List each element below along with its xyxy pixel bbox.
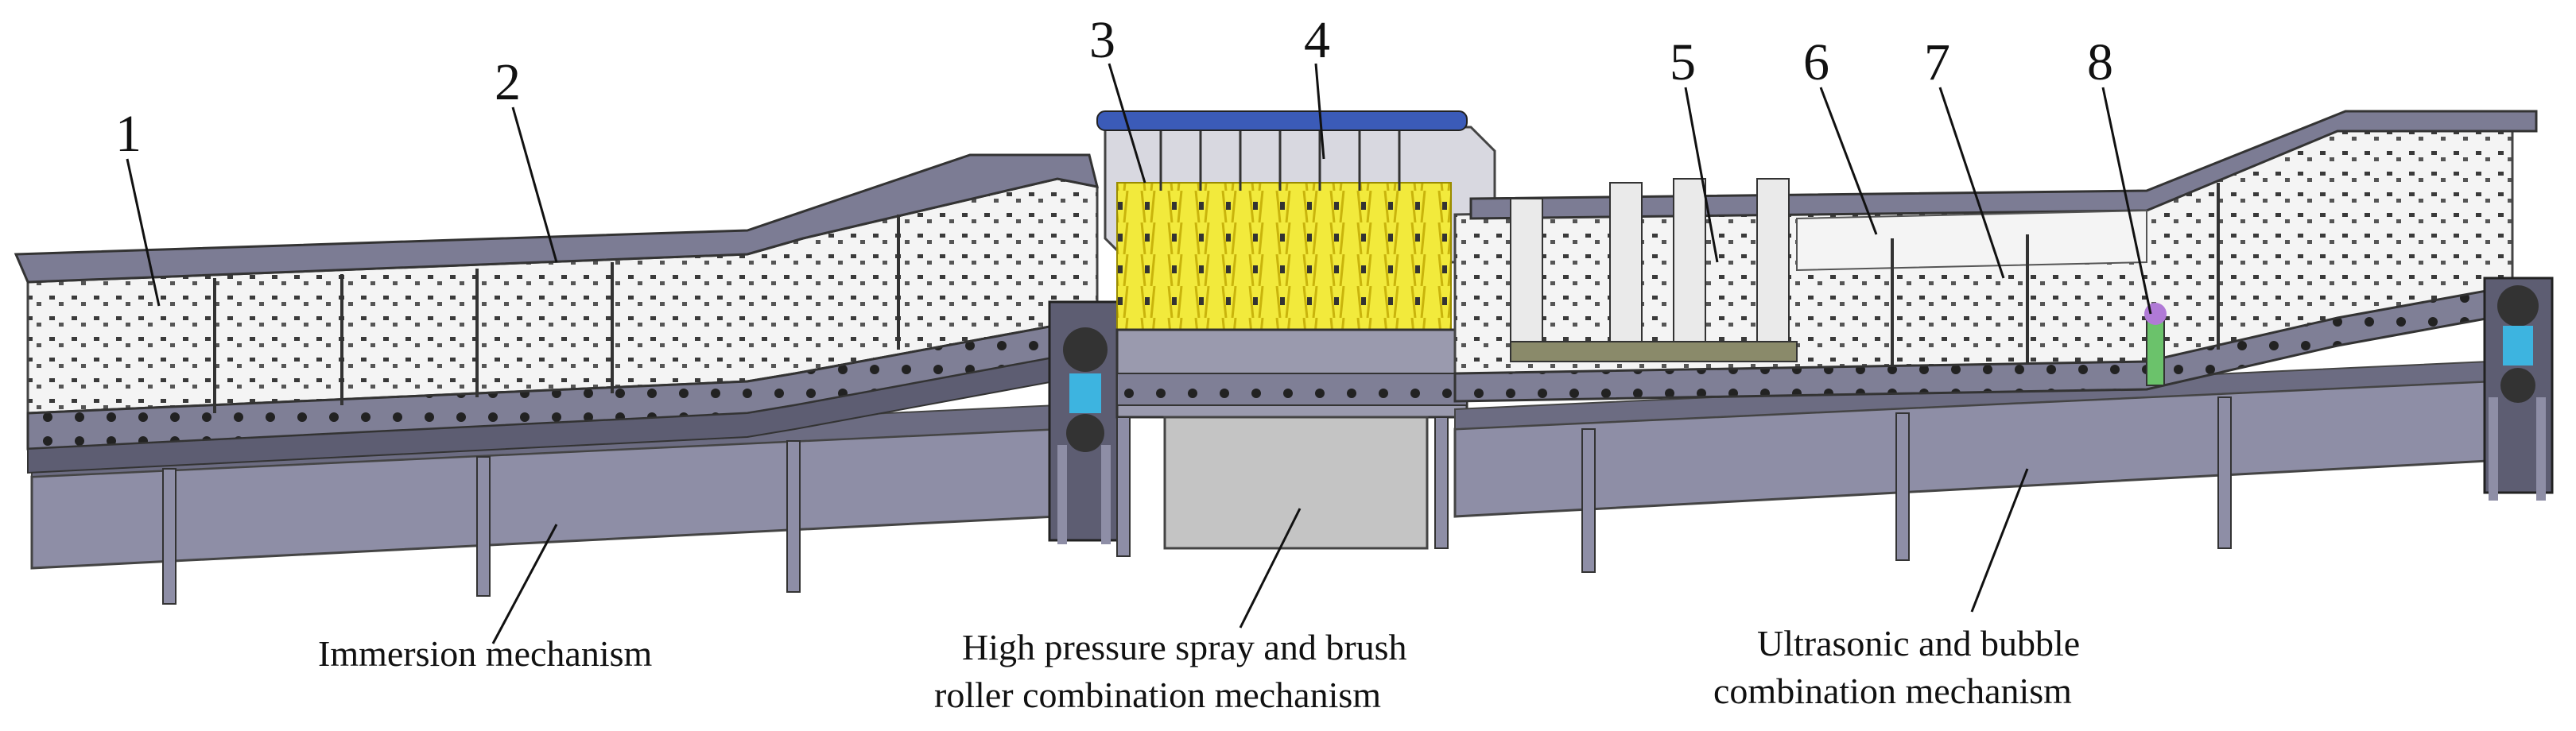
- immersion-legs: [162, 440, 801, 605]
- part-number-3: 3: [1089, 11, 1115, 69]
- ultrasonic-legs: [1581, 396, 2232, 573]
- leader-lines: [126, 63, 2152, 644]
- spray-tank: [1116, 416, 1449, 557]
- caption-ultrasonic-line2: combination mechanism: [1713, 671, 2072, 711]
- part-number-8: 8: [2087, 33, 2113, 91]
- part-number-4: 4: [1304, 11, 1330, 69]
- left-motor: [1048, 300, 1123, 544]
- ultrasonic-posts: [1510, 178, 1798, 362]
- spray-nozzle-bank: [1116, 131, 1452, 335]
- part-number-6: 6: [1803, 33, 1829, 91]
- ultrasonic-conveyor: [1453, 110, 2538, 403]
- caption-spray-line2: roller combination mechanism: [934, 675, 1381, 715]
- part-number-5: 5: [1670, 33, 1696, 91]
- right-motor: [2483, 277, 2554, 501]
- caption-immersion: Immersion mechanism: [318, 633, 653, 674]
- caption-spray-line1: High pressure spray and brush: [962, 627, 1407, 667]
- bubble-nozzle: [2144, 303, 2167, 386]
- part-number-1: 1: [115, 105, 142, 163]
- caption-ultrasonic-line1: Ultrasonic and bubble: [1757, 623, 2080, 663]
- part-number-7: 7: [1924, 33, 1950, 91]
- immersion-conveyor: [14, 153, 1100, 474]
- brush-roller-unit: [1115, 293, 1519, 419]
- part-number-2: 2: [495, 53, 521, 111]
